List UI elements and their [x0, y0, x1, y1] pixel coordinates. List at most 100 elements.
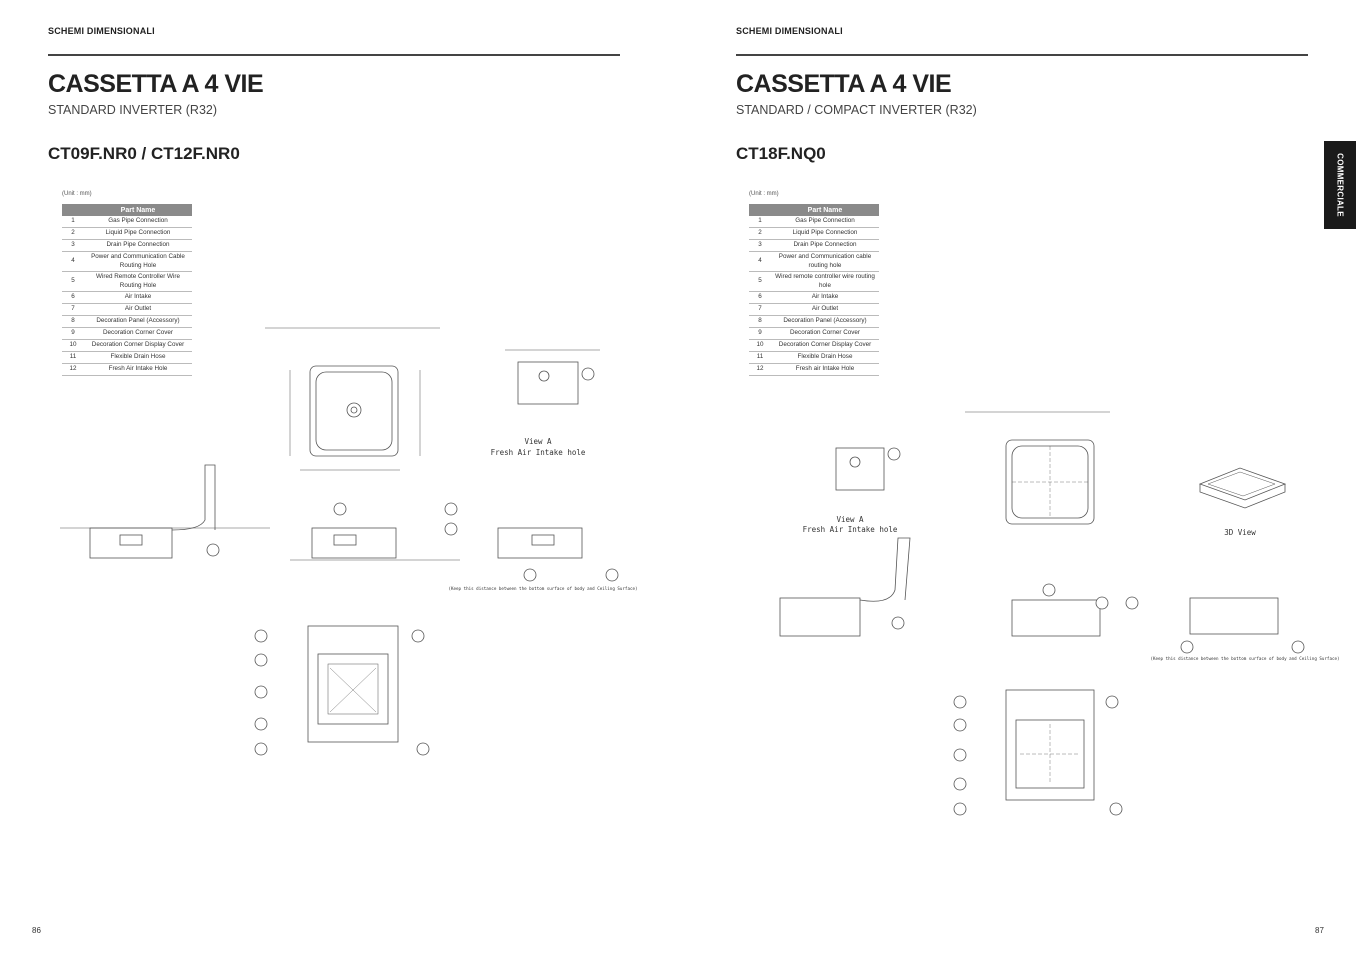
- bottom-view-drawing: [307, 625, 399, 743]
- part-number: 8: [62, 315, 84, 328]
- part-name: Decoration Panel (Accessory): [771, 315, 879, 328]
- model-name: CT18F.NQ0: [736, 144, 826, 163]
- part-number: 7: [749, 303, 771, 316]
- section-side-tab: COMMERCIALE: [1324, 141, 1356, 229]
- part-number: 3: [749, 239, 771, 252]
- top-view-drawing: [265, 327, 440, 471]
- side-view-drawings: [60, 464, 583, 561]
- part-number: 5: [749, 271, 771, 292]
- part-callouts: [206, 367, 1305, 816]
- part-number: 11: [62, 351, 84, 364]
- part-number: 8: [749, 315, 771, 328]
- section-label: SCHEMI DIMENSIONALI: [48, 26, 155, 36]
- part-name: Air Outlet: [84, 303, 192, 316]
- view-a-drawing: [505, 349, 600, 405]
- header-rule: [48, 54, 620, 56]
- view-a-caption: View A: [836, 515, 864, 524]
- page-subtitle: STANDARD / COMPACT INVERTER (R32): [736, 103, 977, 117]
- part-name: Fresh air Intake Hole: [771, 363, 879, 376]
- header-rule: [736, 54, 1308, 56]
- page-number: 87: [1315, 926, 1324, 935]
- view-a-drawing: [835, 447, 885, 491]
- page-title: CASSETTA A 4 VIE: [736, 70, 952, 98]
- model-name: CT09F.NR0 / CT12F.NR0: [48, 144, 240, 163]
- top-view-drawing: [965, 411, 1110, 525]
- part-number: 4: [62, 251, 84, 272]
- part-number: 2: [749, 227, 771, 240]
- page-subtitle: STANDARD INVERTER (R32): [48, 103, 218, 117]
- part-name: Liquid Pipe Connection: [84, 227, 192, 240]
- part-name: Liquid Pipe Connection: [771, 227, 879, 240]
- part-number: 1: [749, 216, 771, 228]
- part-number: 10: [749, 339, 771, 352]
- fresh-air-caption: Fresh Air Intake hole: [803, 525, 898, 534]
- part-name: Decoration Corner Display Cover: [84, 339, 192, 352]
- table-header: Part Name: [771, 204, 879, 216]
- page-title: CASSETTA A 4 VIE: [48, 70, 264, 98]
- fresh-air-caption: Fresh Air Intake hole: [491, 448, 586, 457]
- part-name: Decoration Panel (Accessory): [84, 315, 192, 328]
- keep-distance-note: (Keep this distance between the bottom s…: [448, 586, 637, 591]
- part-number: 1: [62, 216, 84, 228]
- part-name: Flexible Drain Hose: [771, 351, 879, 364]
- part-name: Flexible Drain Hose: [84, 351, 192, 364]
- part-number: 2: [62, 227, 84, 240]
- part-name: Air Intake: [771, 291, 879, 304]
- part-number: 3: [62, 239, 84, 252]
- right-page: SCHEMI DIMENSIONALI CASSETTA A 4 VIE STA…: [678, 0, 1356, 959]
- bottom-view-drawing: [1005, 689, 1095, 801]
- part-number: 5: [62, 271, 84, 292]
- part-name: Gas Pipe Connection: [84, 216, 192, 228]
- part-name: Fresh Air Intake Hole: [84, 363, 192, 376]
- part-number: 7: [62, 303, 84, 316]
- part-number: 6: [62, 291, 84, 304]
- part-name: Decoration Corner Cover: [84, 327, 192, 340]
- part-name: Air Intake: [84, 291, 192, 304]
- unit-label: (Unit : mm): [749, 191, 779, 197]
- part-name: Drain Pipe Connection: [771, 239, 879, 252]
- part-name: Decoration Corner Cover: [771, 327, 879, 340]
- view-a-caption: View A: [524, 437, 552, 446]
- part-number: 11: [749, 351, 771, 364]
- part-number: 6: [749, 291, 771, 304]
- part-name: Air Outlet: [771, 303, 879, 316]
- part-name: Gas Pipe Connection: [771, 216, 879, 228]
- part-number: 10: [62, 339, 84, 352]
- unit-label: (Unit : mm): [62, 191, 92, 197]
- part-name: Power and Communication Cable Routing Ho…: [84, 251, 192, 272]
- part-number: 9: [62, 327, 84, 340]
- part-name: Decoration Corner Display Cover: [771, 339, 879, 352]
- keep-distance-note: (Keep this distance between the bottom s…: [1150, 656, 1339, 661]
- left-page: SCHEMI DIMENSIONALI CASSETTA A 4 VIE STA…: [32, 26, 620, 935]
- part-name: Wired Remote Controller Wire Routing Hol…: [84, 271, 192, 292]
- table-header: Part Name: [84, 204, 192, 216]
- part-number: 9: [749, 327, 771, 340]
- 3d-view-drawing: [1198, 467, 1287, 509]
- side-view-drawings: [779, 537, 1279, 637]
